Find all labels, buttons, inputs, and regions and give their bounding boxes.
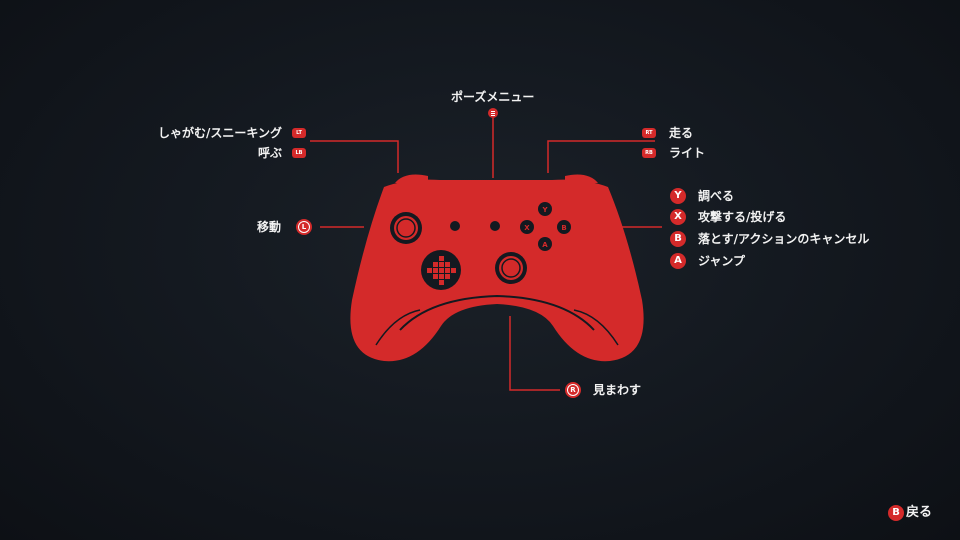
right-stick-letter: R xyxy=(567,384,579,396)
rt-icon: RT xyxy=(642,128,656,138)
left-stick-letter: L xyxy=(298,221,310,233)
a-button-icon: A xyxy=(670,253,686,269)
face-label-a: A xyxy=(542,241,548,249)
x-button-icon: X xyxy=(670,209,686,225)
rb-icon: RB xyxy=(642,148,656,158)
drop-cancel-label: 落とす/アクションのキャンセル xyxy=(698,232,870,246)
controller: Y X B A xyxy=(350,174,644,362)
crouch-sneak-label: しゃがむ/スニーキング xyxy=(157,126,282,140)
face-label-y: Y xyxy=(541,206,548,214)
lt-icon: LT xyxy=(292,128,306,138)
back-label: 戻る xyxy=(906,505,933,520)
move-label: 移動 xyxy=(256,220,281,234)
lb-icon: LB xyxy=(292,148,306,158)
run-label: 走る xyxy=(669,126,694,140)
call-label: 呼ぶ xyxy=(257,146,282,160)
b-button-icon: B xyxy=(670,231,686,247)
menu-icon xyxy=(488,108,498,118)
face-buttons: Y X B A xyxy=(520,202,571,251)
jump-label: ジャンプ xyxy=(698,254,746,268)
inspect-label: 調べる xyxy=(698,189,735,203)
y-button-icon: Y xyxy=(670,188,686,204)
pause-menu-label: ポーズメニュー xyxy=(451,90,535,104)
look-around-label: 見まわす xyxy=(593,383,642,397)
face-label-b: B xyxy=(561,224,566,232)
right-stick-icon: R xyxy=(565,382,581,398)
left-stick-icon: L xyxy=(296,219,312,235)
light-label: ライト xyxy=(669,146,706,160)
face-label-x: X xyxy=(524,224,530,232)
b-button-icon: B xyxy=(888,505,904,521)
attack-throw-label: 攻撃する/投げる xyxy=(698,210,787,224)
